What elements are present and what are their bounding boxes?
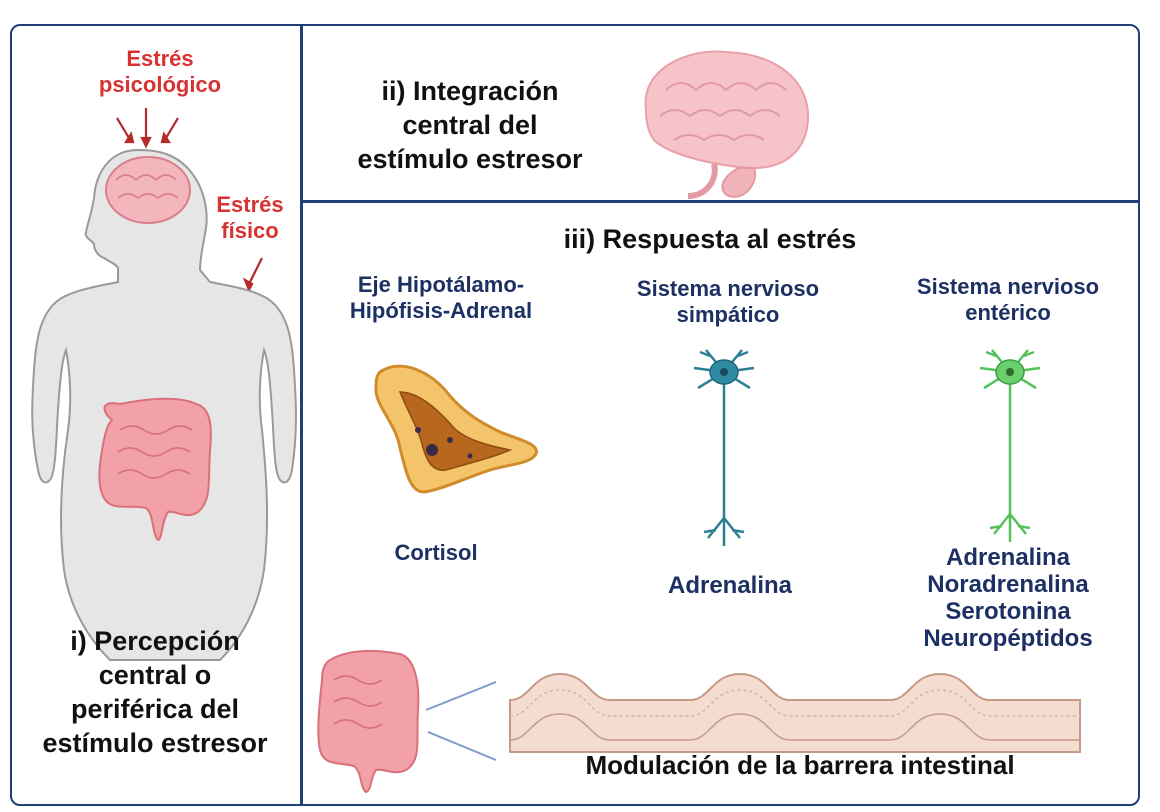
human-body-illustration [31, 108, 297, 661]
barrier-modulation-label: Modulación de la barrera intestinal [585, 750, 1015, 780]
intestine-icon [98, 397, 212, 542]
adrenaline-label: Adrenalina [667, 572, 793, 599]
hpa-axis-heading: Eje Hipotálamo- Hipófisis-Adrenal [349, 272, 533, 323]
adrenal-gland-icon [374, 364, 538, 494]
sympathetic-heading: Sistema nervioso simpático [636, 276, 820, 327]
panel-ii-title: ii) Integración central del estímulo est… [357, 76, 583, 174]
physical-stress-label: Estrés físico [216, 192, 284, 243]
vertical-divider [300, 26, 303, 804]
panel-i-title: i) Percepción central o periférica del e… [42, 626, 268, 758]
colon-icon [317, 649, 497, 794]
enteric-neurotransmitters-label: Adrenalina Noradrenalina Serotonina Neur… [923, 544, 1093, 652]
intestinal-villi-icon [509, 672, 1081, 753]
enteric-neuron-icon [979, 349, 1041, 542]
outer-frame [10, 24, 1140, 806]
panel-iii-title: iii) Respuesta al estrés [563, 224, 857, 254]
horizontal-divider [302, 200, 1138, 203]
psychological-stress-label: Estrés psicológico [98, 46, 222, 97]
sympathetic-neuron-icon [693, 349, 755, 546]
brain-icon [105, 156, 191, 224]
enteric-heading: Sistema nervioso entérico [916, 274, 1100, 325]
stress-arrows-icon [116, 108, 263, 293]
intestinal-barrier-illustration [317, 649, 1081, 794]
brain-icon-large [644, 50, 810, 199]
cortisol-label: Cortisol [394, 540, 478, 565]
